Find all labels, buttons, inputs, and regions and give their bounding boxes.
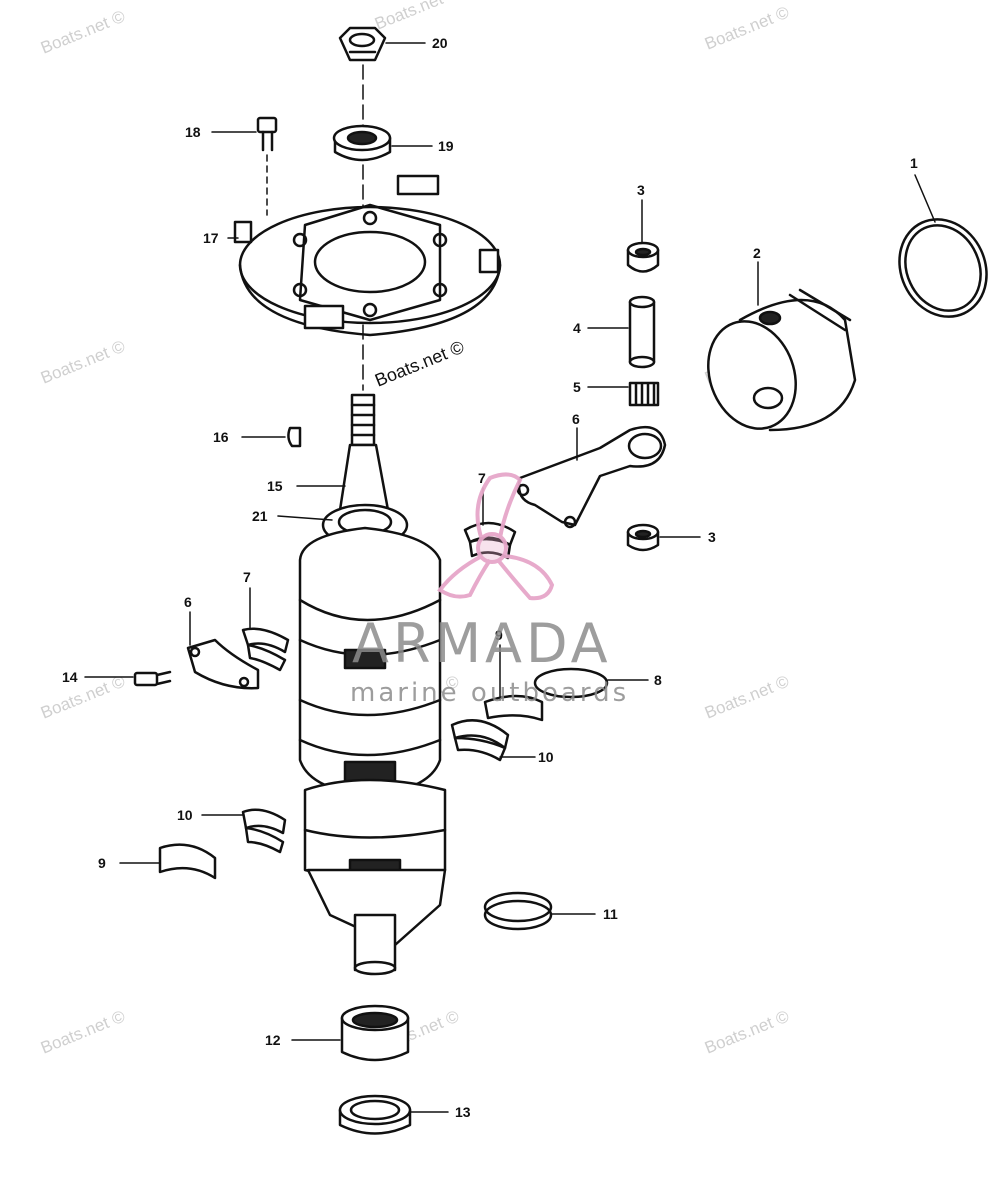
needle-cage-half bbox=[241, 808, 287, 854]
brand-tagline: marine outboards bbox=[350, 678, 630, 708]
callout-label: 12 bbox=[265, 1032, 281, 1048]
bearing-half-race bbox=[158, 843, 217, 880]
callout-label: 2 bbox=[753, 245, 761, 261]
thrust-washer-bottom bbox=[626, 523, 660, 552]
thrust-washer-top bbox=[626, 241, 660, 273]
callout-label: 11 bbox=[603, 906, 618, 922]
callout-numbers: 20 19 18 17 1 2 3 4 5 6 3 7 16 15 21 7 6… bbox=[62, 35, 918, 1120]
callout-label: 21 bbox=[252, 508, 268, 524]
callout-label: 10 bbox=[177, 807, 193, 823]
callout-label: 19 bbox=[438, 138, 454, 154]
callout-label: 17 bbox=[203, 230, 219, 246]
roller-bearing bbox=[340, 1004, 410, 1062]
rod-cap bbox=[186, 638, 260, 690]
hex-nut bbox=[338, 26, 387, 62]
callout-label: 9 bbox=[98, 855, 106, 871]
needle-cage-half bbox=[450, 719, 510, 762]
bearing-half-race bbox=[483, 694, 544, 722]
bolt bbox=[256, 116, 278, 216]
callout-label: 13 bbox=[455, 1104, 471, 1120]
callout-label: 8 bbox=[654, 672, 662, 688]
callout-label: 3 bbox=[708, 529, 716, 545]
seal-ring bbox=[483, 891, 553, 931]
callout-label: 20 bbox=[432, 35, 448, 51]
callout-label: 7 bbox=[478, 470, 486, 486]
connecting-rod bbox=[516, 425, 667, 529]
callout-label: 15 bbox=[267, 478, 283, 494]
needle-bearing bbox=[628, 381, 660, 407]
oil-seal bbox=[332, 124, 392, 162]
callout-label: 5 bbox=[573, 379, 581, 395]
lower-seal bbox=[338, 1094, 412, 1135]
retaining-ring bbox=[533, 667, 609, 699]
crankshaft bbox=[298, 393, 447, 976]
callout-label: 9 bbox=[495, 627, 503, 643]
callout-label: 10 bbox=[538, 749, 554, 765]
leader-lines bbox=[84, 42, 936, 1113]
callout-label: 16 bbox=[213, 429, 229, 445]
callout-label: 1 bbox=[910, 155, 918, 171]
callout-label: 14 bbox=[62, 669, 78, 685]
piston bbox=[707, 288, 857, 432]
piston-ring bbox=[898, 218, 988, 318]
callout-label: 7 bbox=[243, 569, 251, 585]
brand-propeller-logo bbox=[437, 472, 555, 601]
brand-name: ARMADA bbox=[352, 612, 612, 675]
callout-label: 6 bbox=[184, 594, 192, 610]
callout-label: 3 bbox=[637, 182, 645, 198]
piston-pin bbox=[628, 295, 656, 369]
rod-bearing-left bbox=[241, 627, 290, 672]
woodruff-key bbox=[287, 426, 302, 448]
callout-label: 4 bbox=[573, 320, 581, 336]
rod-cap-screw bbox=[133, 670, 172, 687]
retainer-plate bbox=[233, 174, 502, 337]
callout-label: 6 bbox=[572, 411, 580, 427]
callout-label: 18 bbox=[185, 124, 201, 140]
